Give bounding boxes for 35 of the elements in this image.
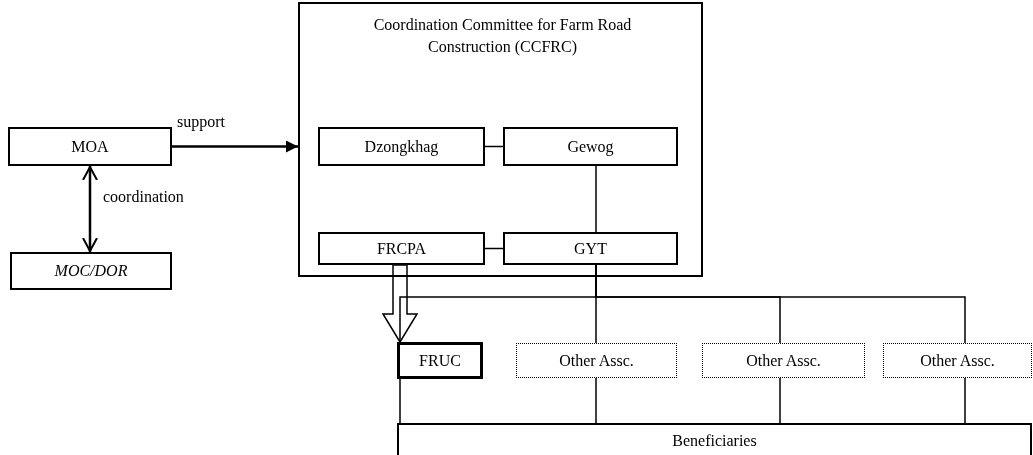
node-label: Dzongkhag <box>364 136 439 158</box>
node-label: GYT <box>574 238 607 259</box>
node-label: MOA <box>71 136 109 157</box>
org-box <box>503 232 678 265</box>
ministry-box <box>10 252 172 290</box>
ministry-box <box>8 127 172 166</box>
committee-box <box>397 342 483 379</box>
association-box <box>883 343 1032 378</box>
org-box <box>318 127 485 166</box>
org-box <box>503 127 678 166</box>
connector-line <box>399 378 401 424</box>
connector-line <box>779 377 781 424</box>
node-label: Other Assc. <box>746 350 821 371</box>
node-label: FRCPA <box>376 238 427 259</box>
connector-line <box>595 264 966 344</box>
connector-line <box>595 377 597 424</box>
node-label: Beneficiaries <box>672 431 757 451</box>
arrow <box>82 166 98 252</box>
beneficiaries-box <box>397 423 1032 455</box>
node-label: Gewog <box>567 136 614 158</box>
connector-line <box>484 247 504 250</box>
connector-line <box>595 165 597 233</box>
node-label: FRUC <box>419 350 461 371</box>
block-arrow <box>381 264 419 344</box>
association-box <box>702 343 865 378</box>
node-label: Other Assc. <box>559 350 634 371</box>
connector-line <box>484 145 504 148</box>
org-box <box>318 232 485 265</box>
node-label: Other Assc. <box>920 350 995 371</box>
committee-box <box>298 2 703 277</box>
association-box <box>516 343 677 378</box>
connector-line <box>964 377 966 424</box>
node-label: MOC/DOR <box>54 261 128 281</box>
arrow <box>172 140 298 153</box>
node-label: Coordination Committee for Farm Road Construction (CCFRC) <box>372 15 633 58</box>
